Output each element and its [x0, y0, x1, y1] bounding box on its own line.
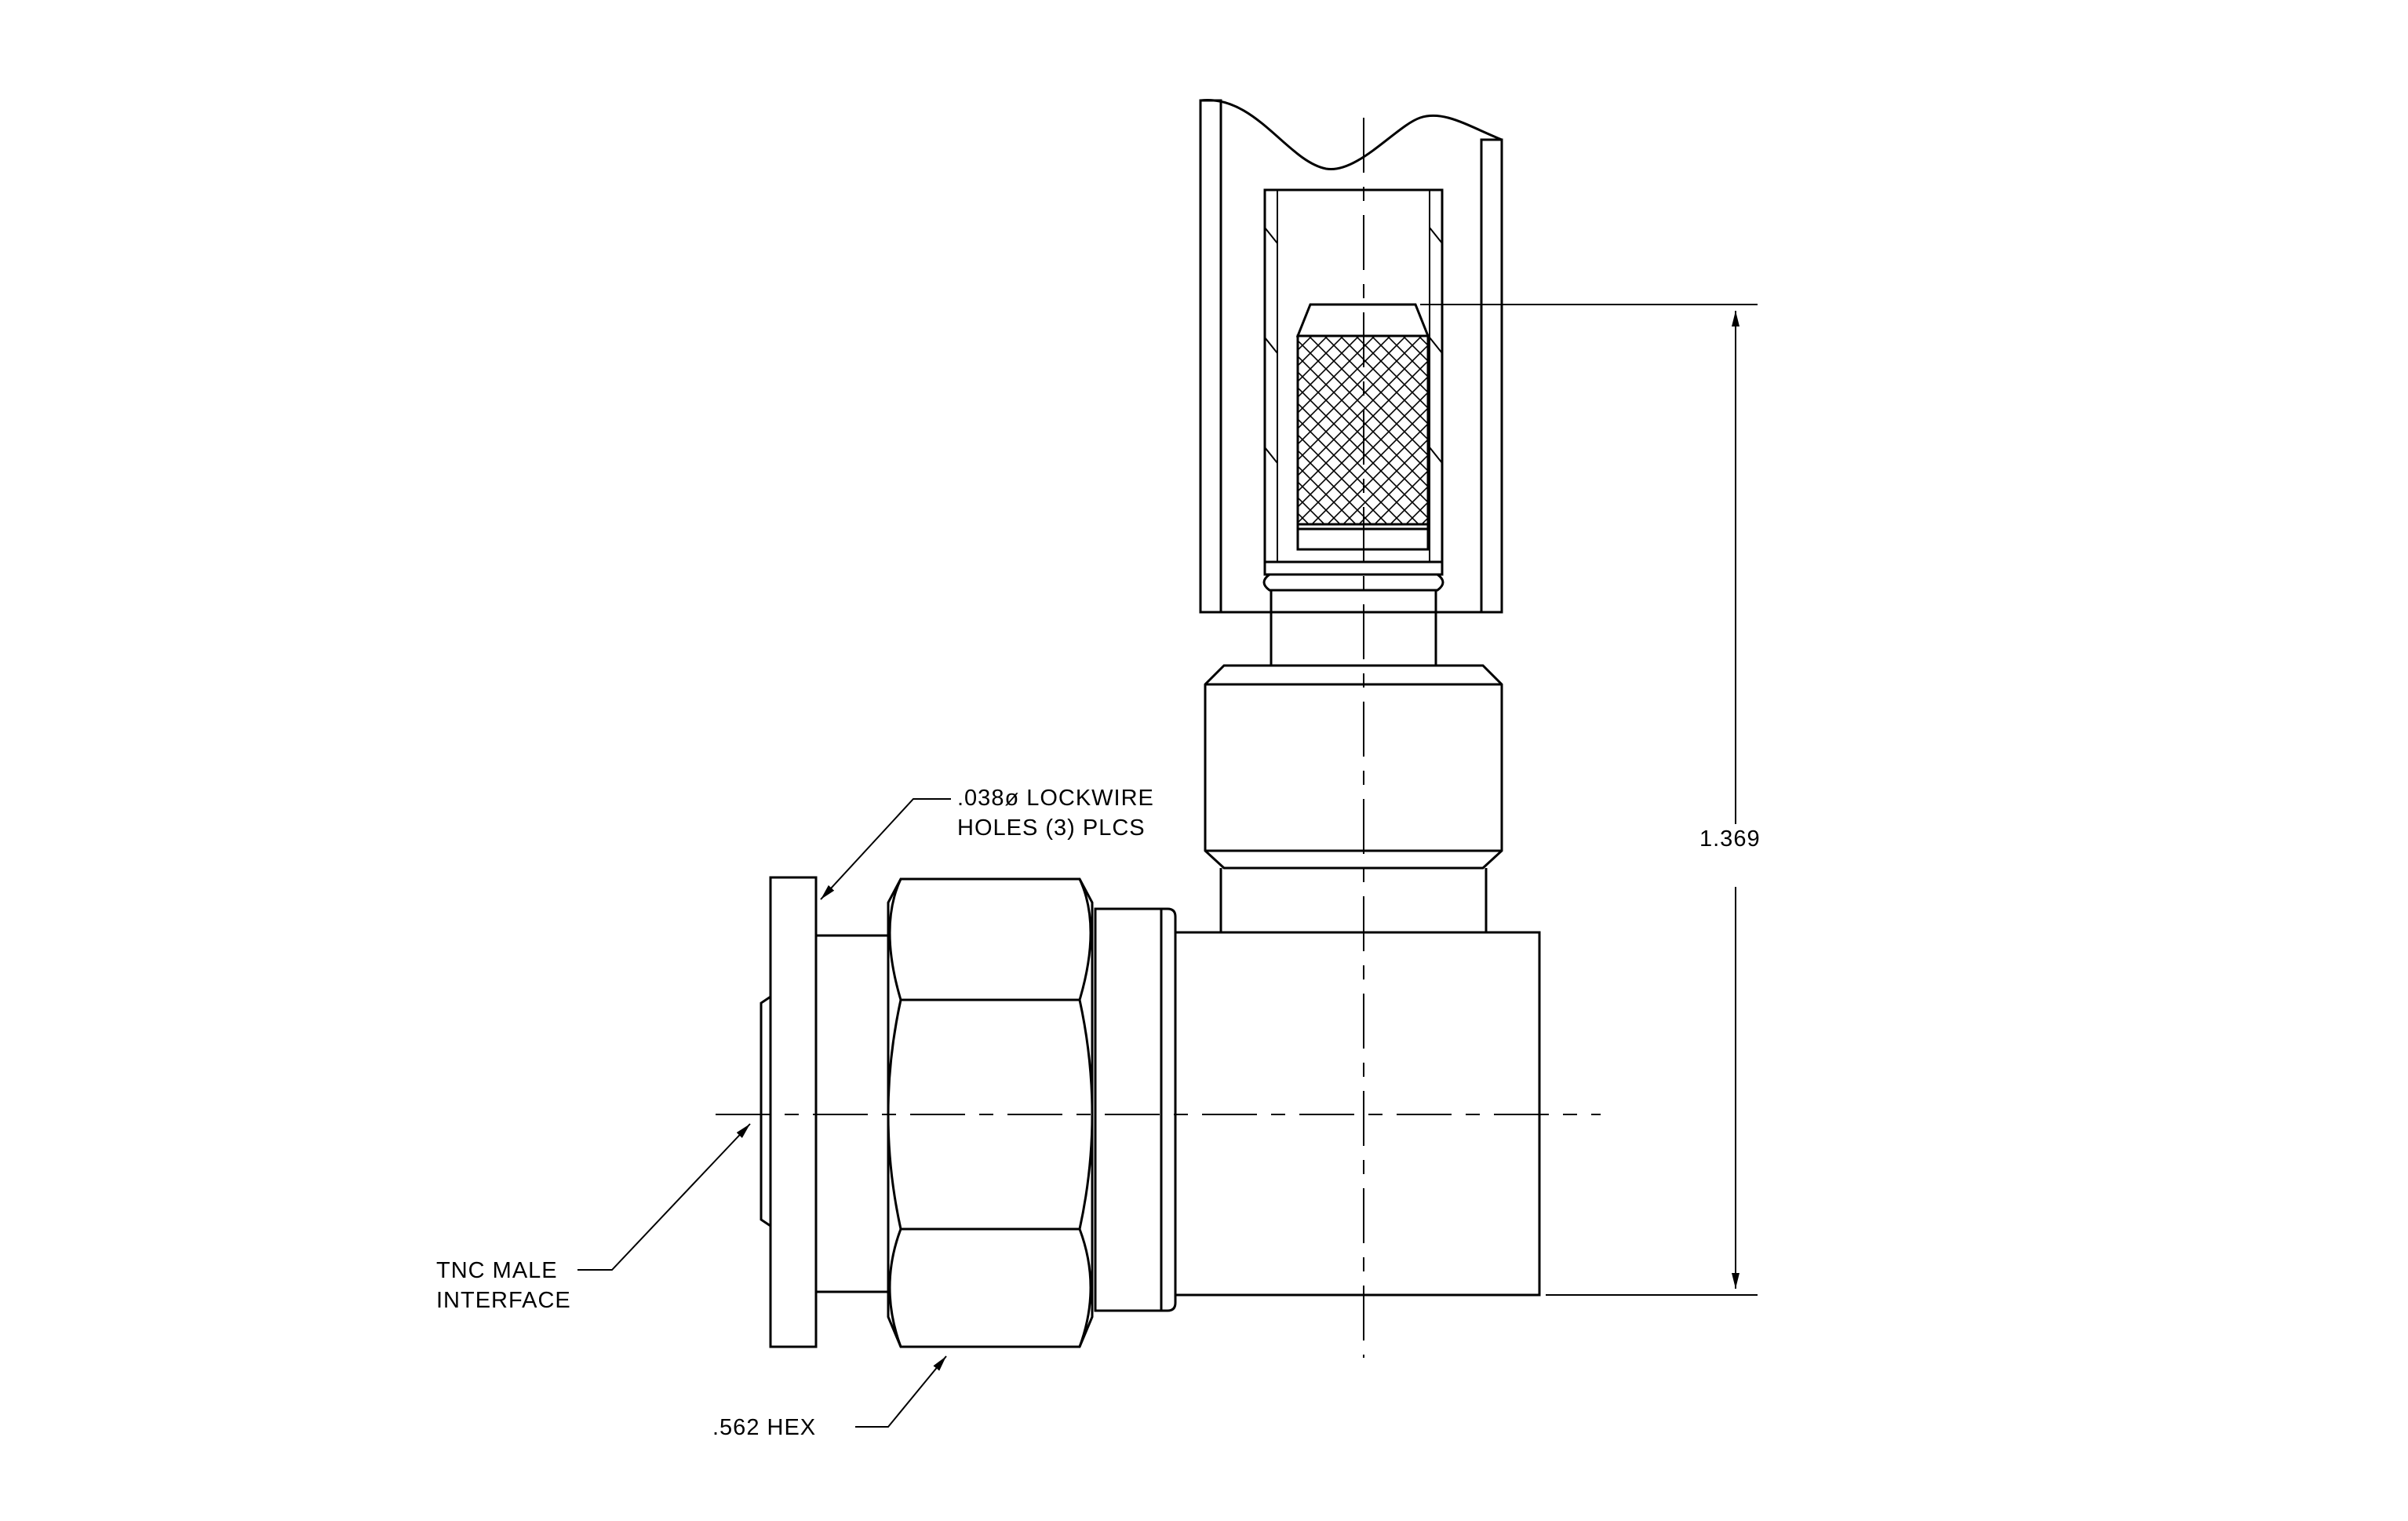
lockwire-label-line2: HOLES (3) PLCS: [957, 815, 1146, 841]
interface-label-line1: TNC MALE: [436, 1258, 558, 1283]
interface-leader: [577, 1123, 751, 1271]
interface-label-line2: INTERFACE: [436, 1288, 571, 1313]
hex-label: .562 HEX: [712, 1415, 816, 1440]
sleeve-neck: [1262, 560, 1444, 666]
lockwire-label-line1: .038ø LOCKWIRE: [957, 786, 1154, 811]
hex-coupling-nut: [887, 877, 1177, 1348]
height-dimension: [1420, 304, 1758, 1296]
height-dimension-label: 1.369: [1699, 826, 1761, 852]
lockwire-leader: [820, 798, 951, 900]
crimp-body: [1204, 664, 1503, 932]
cable-jacket: [1199, 99, 1503, 614]
lockwire-flange: [760, 876, 890, 1348]
hex-leader: [855, 1355, 947, 1428]
